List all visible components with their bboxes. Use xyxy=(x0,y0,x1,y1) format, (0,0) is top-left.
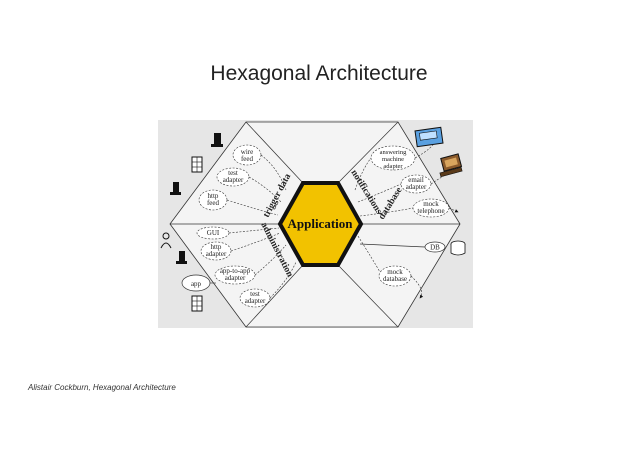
slide-title: Hexagonal Architecture xyxy=(210,62,428,85)
hexagonal-architecture-diagram: Application trigger data notifications a… xyxy=(158,120,473,328)
microscope-icon xyxy=(170,182,181,195)
person-icon xyxy=(160,232,172,249)
application-core-hexagon xyxy=(277,181,364,267)
microscope-icon xyxy=(211,133,223,147)
spreadsheet-icon xyxy=(191,295,203,312)
application-label: Application xyxy=(287,216,353,231)
database-cylinder-icon xyxy=(450,240,466,256)
app-label: app xyxy=(191,280,202,288)
microscope-icon xyxy=(176,251,187,264)
gui-label: GUI xyxy=(207,229,220,237)
slide-caption: Alistair Cockburn, Hexagonal Architectur… xyxy=(28,383,176,392)
db-label: DB xyxy=(430,244,440,252)
laptop-icon xyxy=(439,153,463,178)
answering-machine-icon xyxy=(414,126,444,148)
spreadsheet-icon xyxy=(191,156,203,173)
